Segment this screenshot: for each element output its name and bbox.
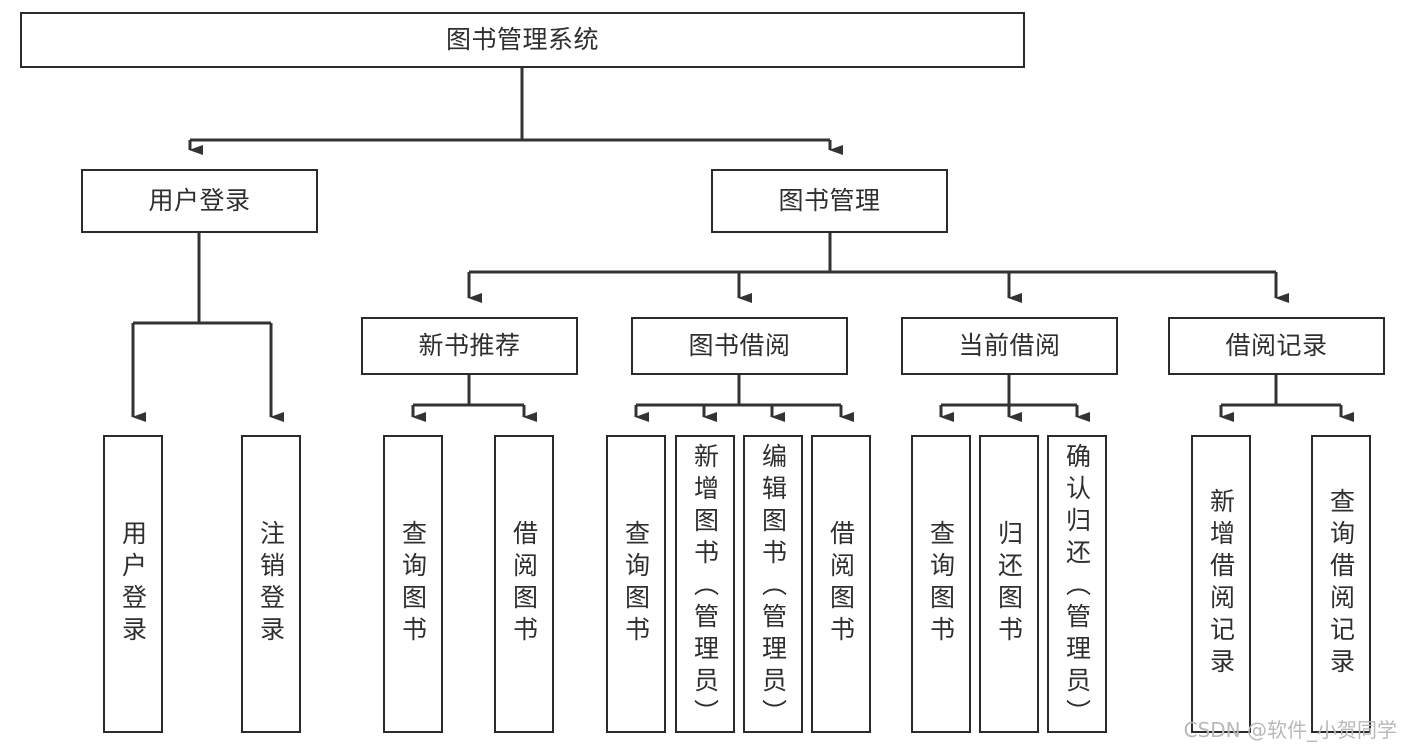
csdn-watermark: CSDN @软件_小贺同学	[1183, 718, 1397, 742]
leaf-query-borrow-record[interactable]: 查询借阅记录	[1311, 435, 1371, 733]
node-book-management[interactable]: 图书管理	[711, 169, 948, 233]
leaf-return-book[interactable]: 归还图书	[979, 435, 1039, 733]
node-label: 用户登录	[148, 186, 251, 216]
node-user-login[interactable]: 用户登录	[81, 169, 318, 233]
leaf-user-login[interactable]: 用户登录	[103, 435, 163, 733]
node-label: 新书推荐	[418, 331, 521, 361]
node-label: 借阅图书	[509, 520, 539, 648]
leaf-borrow-book-recommendation[interactable]: 借阅图书	[494, 435, 554, 733]
node-label: 借阅图书	[826, 520, 856, 648]
leaf-query-book-current[interactable]: 查询图书	[911, 435, 971, 733]
node-label: 图书管理系统	[445, 25, 599, 55]
node-label: 查询借阅记录	[1326, 488, 1356, 680]
leaf-edit-book-admin[interactable]: 编辑图书（管理员）	[743, 435, 803, 733]
node-label: 新增图书（管理员）	[690, 443, 720, 731]
node-new-book-recommendation[interactable]: 新书推荐	[361, 317, 578, 375]
leaf-add-borrow-record[interactable]: 新增借阅记录	[1191, 435, 1251, 733]
node-borrow-records[interactable]: 借阅记录	[1168, 317, 1385, 375]
node-label: 查询图书	[621, 520, 651, 648]
leaf-query-book-recommendation[interactable]: 查询图书	[383, 435, 443, 733]
node-label: 图书借阅	[688, 331, 791, 361]
leaf-add-book-admin[interactable]: 新增图书（管理员）	[675, 435, 735, 733]
leaf-query-book-borrowing[interactable]: 查询图书	[606, 435, 666, 733]
node-label: 新增借阅记录	[1206, 488, 1236, 680]
node-label: 图书管理	[778, 186, 881, 216]
node-label: 查询图书	[398, 520, 428, 648]
leaf-confirm-return-admin[interactable]: 确认归还（管理员）	[1047, 435, 1107, 733]
node-label: 用户登录	[118, 520, 148, 648]
node-label: 归还图书	[994, 520, 1024, 648]
node-label: 注销登录	[256, 520, 286, 648]
node-root-system[interactable]: 图书管理系统	[20, 12, 1025, 68]
node-label: 查询图书	[926, 520, 956, 648]
node-label: 编辑图书（管理员）	[758, 443, 788, 731]
leaf-borrow-book-borrowing[interactable]: 借阅图书	[811, 435, 871, 733]
node-label: 确认归还（管理员）	[1062, 443, 1092, 731]
node-book-borrowing[interactable]: 图书借阅	[631, 317, 848, 375]
leaf-logout[interactable]: 注销登录	[241, 435, 301, 733]
node-label: 当前借阅	[958, 331, 1061, 361]
node-current-borrowing[interactable]: 当前借阅	[901, 317, 1118, 375]
node-label: 借阅记录	[1225, 331, 1328, 361]
